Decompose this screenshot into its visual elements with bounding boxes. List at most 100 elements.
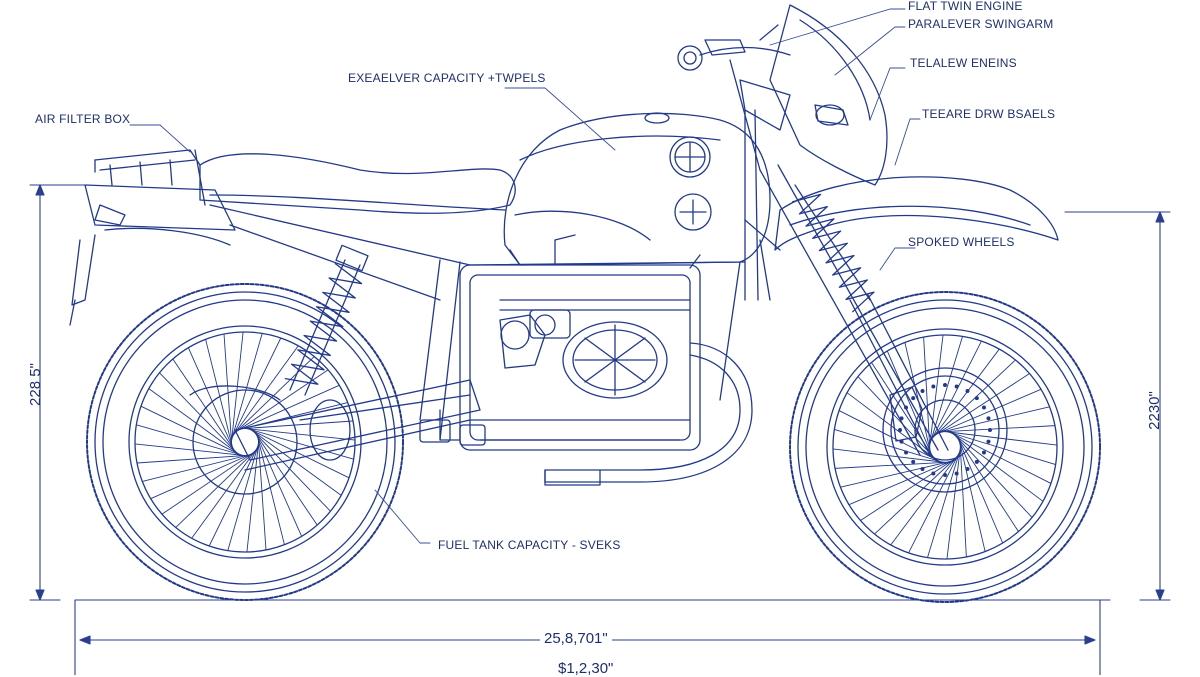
disc-hole (920, 466, 925, 471)
dimension-lines (29, 184, 1171, 675)
disc-hole (954, 384, 959, 389)
spoke (941, 430, 1058, 446)
spoke (874, 454, 960, 535)
spoke (860, 456, 958, 521)
spoke (187, 347, 235, 452)
spoke (928, 340, 982, 445)
spoke (936, 406, 1051, 434)
spoke (257, 436, 267, 551)
spoke (939, 425, 1056, 433)
coil-spring (284, 262, 363, 385)
spoke (857, 376, 938, 462)
spoke (834, 461, 951, 469)
rear-shock (284, 244, 369, 396)
spoke (251, 429, 331, 512)
spoke (950, 431, 1044, 502)
rear-wheel (86, 283, 404, 601)
disc-hole (965, 389, 970, 394)
label-telalew-engines: TELALEW ENEINS (910, 56, 1017, 70)
spoke (223, 333, 233, 448)
spoke (244, 427, 355, 460)
spoke (148, 388, 241, 456)
spoke (141, 453, 253, 482)
spoke (958, 438, 986, 553)
spoke (205, 338, 234, 450)
spoke (833, 429, 946, 464)
windscreen (769, 4, 888, 186)
spoke (930, 359, 1016, 440)
flat-twin-engine (419, 234, 701, 451)
dimension-length-upper: 25,8,701" (540, 630, 612, 647)
disc-hole (931, 471, 936, 476)
spoke (230, 331, 244, 445)
label-teeare-drw: TEEARE DRW BSAELS (922, 107, 1056, 121)
label-air-filter-box: AIR FILTER BOX (35, 112, 131, 126)
spoke (150, 452, 255, 500)
spoke (838, 410, 943, 464)
spoke (954, 434, 1019, 532)
disc-hole (986, 416, 991, 421)
disc-hole (898, 428, 902, 432)
spoke (946, 443, 962, 560)
spoke (256, 434, 285, 546)
handlebar (677, 24, 791, 171)
spoke (208, 443, 260, 547)
spoke (255, 432, 303, 537)
disc-hole (920, 389, 925, 394)
spoke (929, 348, 1000, 442)
front-wheel (789, 291, 1101, 603)
disc-hole (911, 396, 916, 401)
disc-hole (986, 439, 991, 444)
spoke (135, 424, 246, 457)
fuel-tank (503, 112, 771, 266)
spoke (175, 448, 258, 528)
label-paralever-swingarm: PARALEVER SWINGARM (908, 17, 1054, 31)
spoke (848, 458, 956, 506)
spoke (952, 432, 1033, 518)
spoke (846, 392, 940, 463)
dimension-length-lower: $1,2,30" (558, 660, 614, 677)
disc-hole (981, 450, 986, 455)
disc-hole (911, 459, 916, 464)
label-exhaust-capacity: EXEAELVER CAPACITY +TWPELS (348, 71, 546, 85)
dimension-right-height: 2230" (1145, 391, 1163, 430)
spoke (161, 450, 257, 515)
spoke (928, 334, 944, 451)
disc-hole (974, 396, 979, 401)
spoke (839, 460, 954, 488)
disc-hole (974, 459, 979, 464)
spoke (136, 454, 251, 464)
spoke (159, 372, 239, 455)
front-fork (759, 164, 949, 456)
spoke (246, 427, 350, 479)
seat (194, 149, 516, 214)
spoke (927, 446, 962, 559)
disc-hole (904, 450, 909, 455)
spoke (944, 430, 1057, 465)
disc-hole (931, 384, 936, 389)
frame (209, 109, 759, 441)
spoke (235, 384, 340, 432)
spoke (134, 443, 248, 457)
disc-hole (988, 428, 992, 432)
leader-lines (129, 8, 921, 544)
rear-rack (69, 149, 236, 326)
coil-spring (792, 193, 875, 313)
spoke (890, 452, 961, 546)
spoke (140, 405, 244, 457)
spoke (242, 427, 356, 441)
spoke (908, 449, 962, 554)
spoke (172, 358, 237, 454)
spoke (191, 446, 259, 539)
spoke (239, 420, 354, 430)
label-flat-twin-engine: FLAT TWIN ENGINE (908, 0, 1023, 13)
exhaust (544, 342, 753, 486)
disc-hole (943, 473, 947, 477)
spoke (832, 448, 949, 464)
label-fuel-tank-capacity: FUEL TANK CAPACITY - SVEKS (438, 538, 621, 552)
label-spoked-wheels: SPOKED WHEELS (908, 235, 1015, 249)
dimension-left-height: 228 5" (26, 363, 44, 406)
disc-hole (954, 471, 959, 476)
paralever-swingarm (189, 379, 481, 471)
